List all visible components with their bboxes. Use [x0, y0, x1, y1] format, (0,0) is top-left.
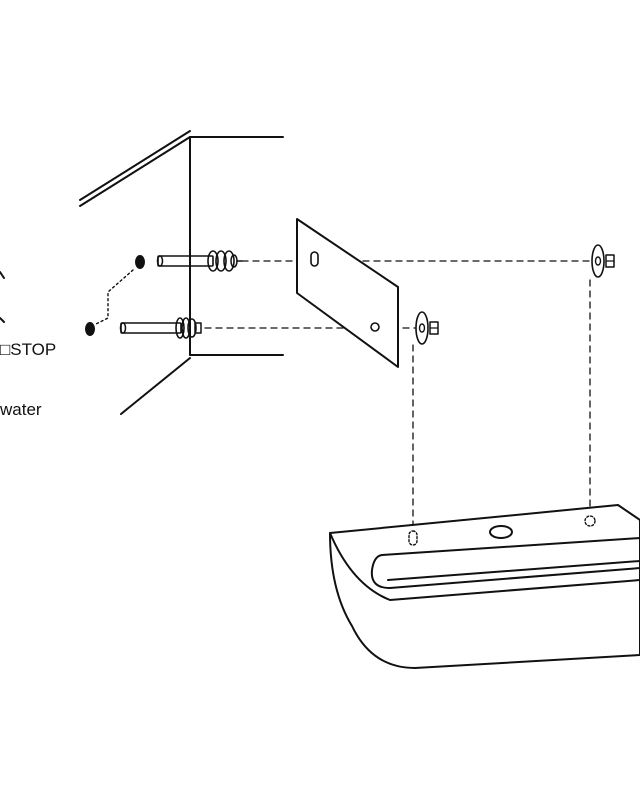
tap-hole: [489, 525, 513, 539]
water-label: water: [0, 400, 42, 419]
washer-nut-right: [591, 244, 615, 278]
basin-bowl-lip: [387, 560, 640, 581]
plate-slot-upper: [310, 251, 319, 267]
washer-nut-left: [415, 311, 439, 345]
mounting-plate: [296, 218, 399, 368]
wall-corner: [79, 130, 284, 415]
anchor-bolt-lower: [119, 317, 202, 339]
anchor-bolt-upper: [156, 250, 243, 272]
wash-basin: [329, 504, 640, 669]
basin-outline: [329, 504, 640, 669]
drill-mark-upper: [135, 255, 145, 269]
alignment-lines: [204, 260, 596, 525]
basin-front-edge: [329, 532, 640, 601]
stop-warning-icon: [0, 271, 5, 323]
drill-mark-connector: [95, 269, 134, 325]
drill-marks: [85, 255, 145, 336]
plate-hole-lower: [370, 322, 380, 332]
stop-label: □STOP: [0, 340, 57, 359]
basin-fixing-hole-right: [584, 515, 596, 527]
drill-mark-lower: [85, 322, 95, 336]
basin-fixing-hole-left: [408, 530, 418, 546]
